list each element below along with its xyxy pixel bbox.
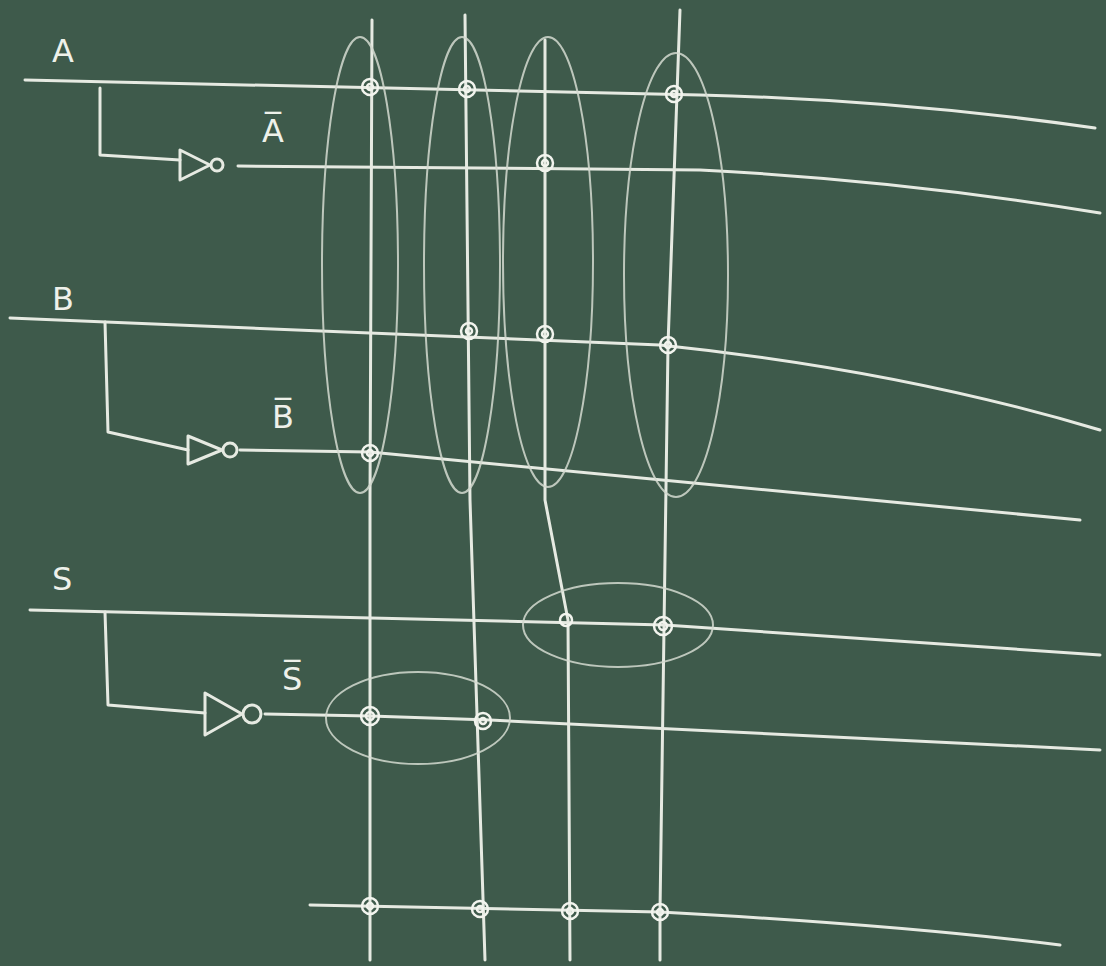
product-ellipse bbox=[624, 53, 728, 497]
product-line bbox=[660, 10, 680, 960]
a-rail bbox=[25, 80, 1095, 128]
product-ellipse bbox=[322, 37, 398, 493]
signal-name: B bbox=[52, 280, 74, 318]
inverter-bubble bbox=[211, 159, 223, 171]
wires bbox=[10, 10, 1100, 960]
b-rail bbox=[10, 318, 1100, 430]
product-line bbox=[370, 20, 372, 960]
product-ellipse bbox=[503, 37, 593, 487]
s-branch bbox=[105, 612, 205, 713]
signal-name: S bbox=[52, 560, 72, 598]
a-branch bbox=[100, 88, 180, 160]
select-ellipse bbox=[523, 583, 713, 667]
inverter-symbol bbox=[205, 693, 242, 735]
a-bar-rail bbox=[238, 166, 1100, 213]
inverter-bubble bbox=[223, 443, 237, 457]
groupings bbox=[322, 37, 728, 764]
signal-name: B̅ bbox=[272, 398, 294, 436]
inverter-symbol bbox=[188, 436, 222, 464]
product-ellipse bbox=[424, 37, 500, 493]
product-line bbox=[545, 40, 570, 960]
signal-name: A bbox=[52, 32, 74, 70]
select-ellipse bbox=[326, 672, 510, 764]
b-branch bbox=[105, 322, 188, 450]
inverter-symbol bbox=[180, 150, 210, 180]
inverter-bubble bbox=[243, 705, 261, 723]
connection-dots bbox=[361, 79, 682, 920]
product-line bbox=[465, 15, 485, 960]
s-bar-rail bbox=[265, 714, 1100, 750]
s-rail bbox=[30, 610, 1100, 655]
output-rail bbox=[310, 905, 1060, 945]
signal-name: A̅ bbox=[262, 112, 284, 150]
signal-name: S̅ bbox=[282, 660, 302, 698]
